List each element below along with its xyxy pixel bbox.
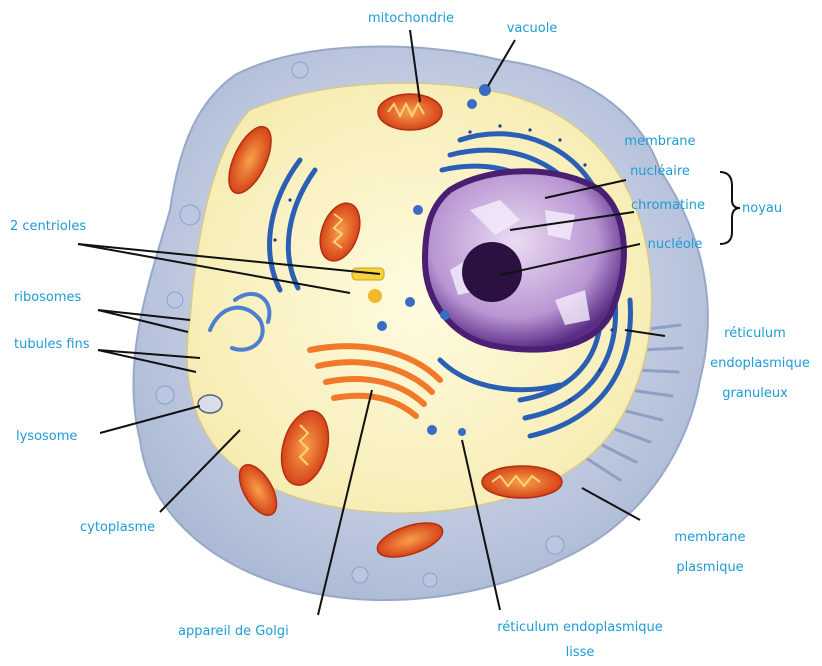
label-tubules: tubules fins [14,337,90,353]
label-mitochondrie: mitochondrie [346,11,476,27]
label-membrane-nucleaire-1: membrane [610,134,710,150]
label-ribosomes: ribosomes [14,290,81,306]
nucleus [425,171,624,349]
label-lysosome: lysosome [16,429,77,445]
label-membrane-plasmique-1: membrane [660,530,760,546]
label-cytoplasme: cytoplasme [80,520,155,536]
label-reticulum-granuleux-3: granuleux [700,386,810,402]
label-centrioles: 2 centrioles [10,219,86,235]
label-noyau: noyau [742,201,782,217]
lysosome [198,395,222,413]
label-reticulum-lisse-1: réticulum endoplasmique [480,620,680,636]
label-membrane-nucleaire-2: nucléaire [610,164,710,180]
label-nucleole: nucléole [630,237,720,253]
label-vacuole: vacuole [497,21,567,37]
label-chromatine: chromatine [618,198,718,214]
label-reticulum-lisse-2: lisse [480,645,680,661]
label-golgi: appareil de Golgi [178,624,289,640]
label-reticulum-granuleux-2: endoplasmique [700,356,820,372]
label-membrane-plasmique-2: plasmique [660,560,760,576]
label-reticulum-granuleux-1: réticulum [700,326,810,342]
